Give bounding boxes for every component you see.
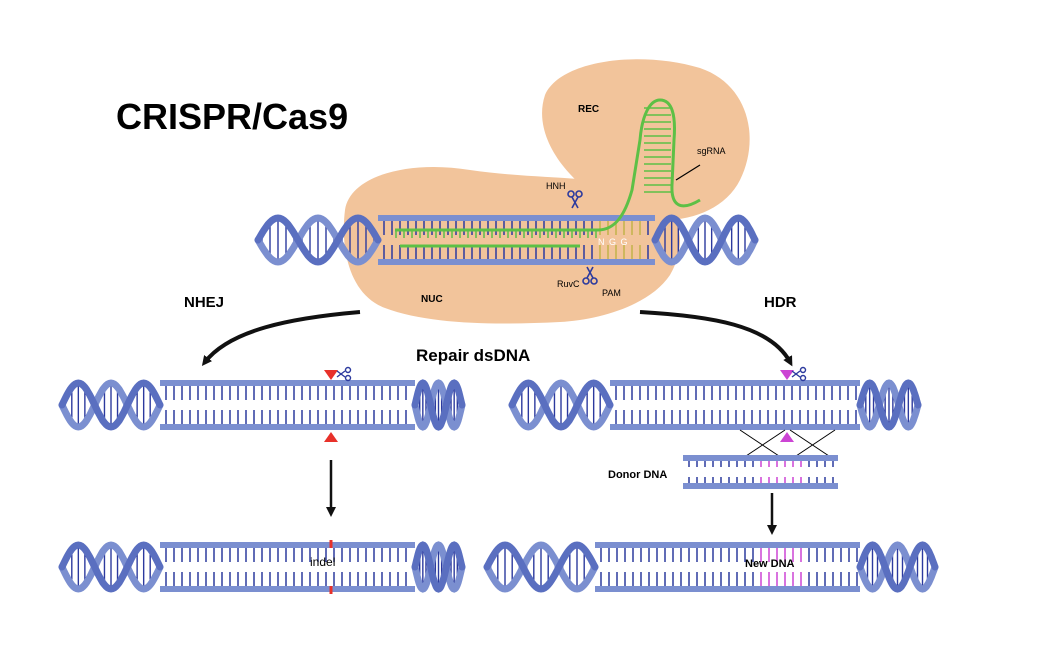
rec-label: REC <box>578 104 600 115</box>
ruvc-scissors-icon <box>582 266 598 285</box>
helix-strand <box>254 214 382 266</box>
indel-label: indel <box>310 555 336 569</box>
sgrna-rungs <box>644 107 671 193</box>
helix-strand <box>651 214 759 266</box>
nuc-label: NUC <box>421 294 443 305</box>
ruvc-label: RuvC <box>557 279 580 289</box>
helix-strand <box>856 541 939 593</box>
helix-strand <box>411 541 466 593</box>
helix-strand <box>856 379 922 431</box>
hdr-arrow <box>639 310 793 367</box>
donor-dna-label: Donor DNA <box>608 469 668 481</box>
rec-lobe <box>542 59 750 221</box>
helix-strand <box>58 379 164 431</box>
helix-strand <box>58 541 164 593</box>
helix-strand <box>508 379 614 431</box>
helix-strand <box>856 541 939 593</box>
nhej-label: NHEJ <box>184 294 225 311</box>
helix-strand <box>411 379 466 431</box>
helix-strand <box>58 379 164 431</box>
repair-dsdna-label: Repair dsDNA <box>416 346 531 365</box>
nhej-cut-dna <box>58 379 466 431</box>
helix-strand <box>411 379 466 431</box>
nhej-arrow <box>201 310 361 366</box>
nhej-cut-bottom-marker <box>324 432 338 442</box>
nhej-repaired-dna <box>58 541 466 593</box>
hnh-scissors-icon <box>567 190 583 209</box>
pam-label: PAM <box>602 288 621 298</box>
hnh-label: HNH <box>546 181 566 191</box>
helix-strand <box>856 379 922 431</box>
target-dna <box>254 214 759 266</box>
nhej-scissors-icon <box>336 366 352 382</box>
hdr-label: HDR <box>764 294 797 311</box>
helix-strand <box>254 214 382 266</box>
helix-strand <box>483 541 599 593</box>
sgrna-label: sgRNA <box>697 146 726 156</box>
nhej-cut-top-marker <box>324 370 338 380</box>
helix-strand <box>651 214 759 266</box>
helix-strand <box>508 379 614 431</box>
ngg-label: N G G <box>598 237 629 247</box>
helix-strand <box>483 541 599 593</box>
hdr-cut-top-marker <box>780 370 794 380</box>
sgrna-structure <box>395 98 701 248</box>
donor-dna <box>683 455 838 489</box>
new-dna-label: New DNA <box>745 558 795 570</box>
hdr-cut-dna <box>508 379 922 431</box>
sgrna-pointer <box>675 164 701 181</box>
hdr-cut-bottom-marker <box>780 432 794 442</box>
helix-strand <box>411 541 466 593</box>
hdr-scissors-icon <box>791 366 807 382</box>
page-title: CRISPR/Cas9 <box>116 96 349 137</box>
hdr-repaired-dna <box>483 541 939 593</box>
helix-strand <box>58 541 164 593</box>
